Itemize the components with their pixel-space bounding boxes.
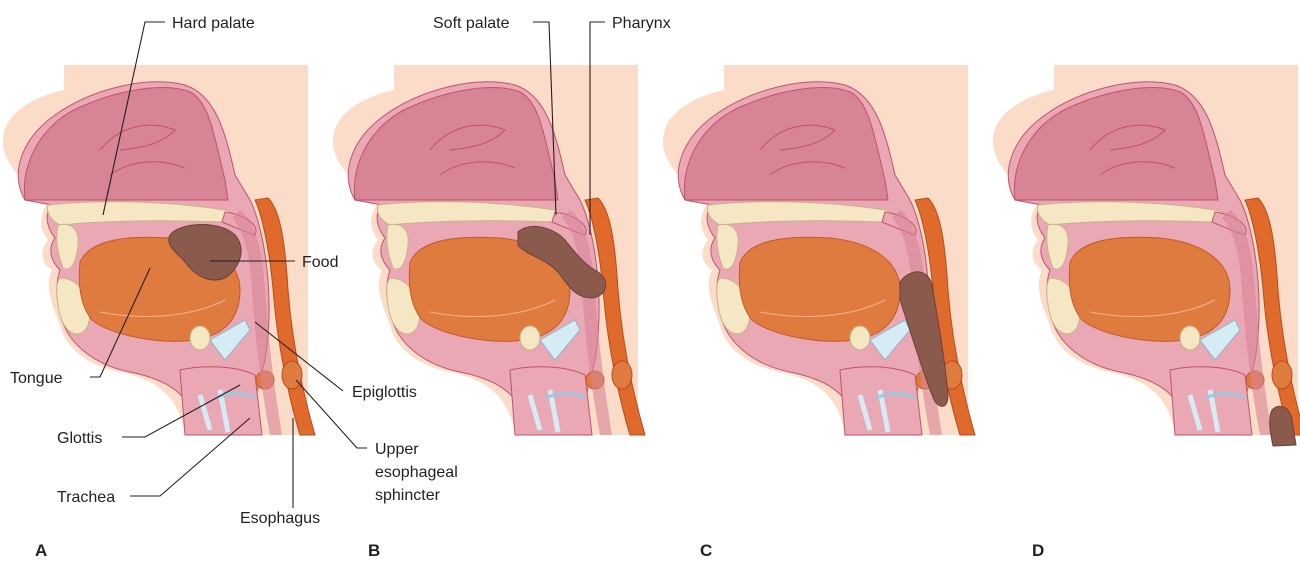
- label-ues-line1: Upper: [375, 441, 419, 458]
- label-pharynx: Pharynx: [612, 15, 671, 32]
- panel-letter-c: C: [700, 541, 712, 560]
- label-hard-palate: Hard palate: [172, 15, 255, 32]
- label-esophagus: Esophagus: [240, 510, 320, 527]
- panel-c: [663, 65, 975, 435]
- panel-letter-a: A: [35, 541, 47, 560]
- label-glottis: Glottis: [57, 430, 102, 447]
- label-epiglottis: Epiglottis: [352, 384, 417, 401]
- label-soft-palate: Soft palate: [433, 15, 510, 32]
- label-tongue: Tongue: [10, 370, 63, 387]
- label-ues-line2: esophageal: [375, 464, 458, 481]
- panel-letter-d: D: [1032, 541, 1044, 560]
- label-food: Food: [302, 254, 338, 271]
- panel-d: [993, 65, 1300, 446]
- panel-letters: A B C D: [35, 541, 1044, 560]
- label-trachea: Trachea: [57, 489, 115, 506]
- panel-letter-b: B: [368, 541, 380, 560]
- panel-b: [333, 65, 645, 435]
- label-ues-line3: sphincter: [375, 487, 441, 504]
